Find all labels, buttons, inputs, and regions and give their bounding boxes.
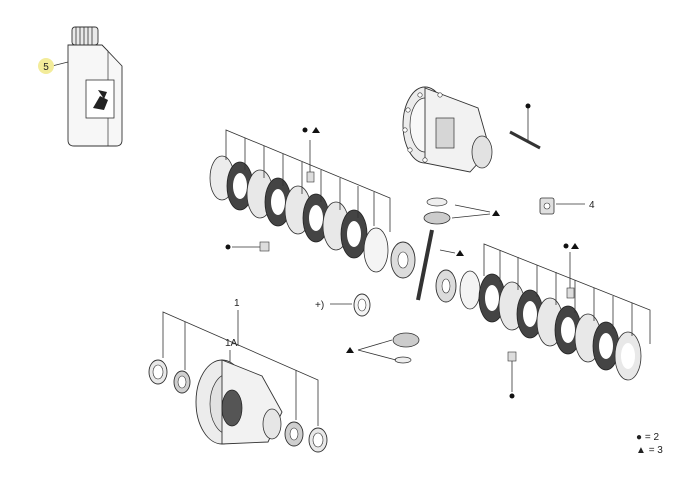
- legend: ● = 2 ▲ = 3: [636, 431, 663, 457]
- bottle-callout-highlight: [38, 58, 54, 74]
- spider-gear-upper[interactable]: [423, 197, 451, 225]
- legend-dot-text: = 2: [644, 432, 660, 443]
- side-gear-left[interactable]: [390, 241, 416, 279]
- left-clip[interactable]: [259, 241, 270, 252]
- bottle-callout: 5: [43, 62, 49, 73]
- legend-row-triangle: ▲ = 3: [636, 444, 663, 457]
- housing-sub-callout: 1A: [225, 338, 238, 349]
- legend-dot-icon: ●: [636, 432, 643, 443]
- legend-row-dot: ● = 2: [636, 431, 663, 444]
- pin-dot-marker: [525, 103, 531, 109]
- oil-bottle[interactable]: [67, 26, 123, 147]
- spider-shaft[interactable]: [416, 229, 434, 301]
- lower-clutch-pack[interactable]: [459, 270, 642, 381]
- upper-pack-triangle-marker: [312, 127, 320, 133]
- pin[interactable]: [509, 130, 541, 150]
- lower-bearing-left[interactable]: [148, 359, 191, 394]
- housing-callout: 1: [234, 298, 240, 309]
- lower-pack-bracket: [483, 243, 651, 344]
- upper-pack-tab: [306, 171, 315, 183]
- legend-triangle-icon: ▲: [636, 445, 646, 456]
- lower-pack-tab: [566, 287, 575, 299]
- clip-part[interactable]: [539, 197, 555, 215]
- lower-housing-bracket: [162, 310, 319, 426]
- lower-clip-dot-marker: [509, 393, 515, 399]
- side-gear-right[interactable]: [435, 269, 457, 303]
- left-clip-dot-marker: [225, 244, 231, 250]
- shim-callout: +): [315, 300, 324, 311]
- upper-pack-bracket: [225, 129, 391, 232]
- upper-housing[interactable]: [402, 86, 493, 173]
- upper-clutch-pack[interactable]: [209, 155, 389, 273]
- shaft-triangle-marker: [456, 250, 464, 256]
- lower-gear-triangle-marker: [346, 347, 354, 353]
- upper-gear-triangle-marker: [492, 210, 500, 216]
- lower-clip[interactable]: [507, 351, 517, 362]
- clip-callout: 4: [589, 200, 595, 211]
- upper-housing-bolts: [402, 92, 443, 163]
- upper-pack-dot-marker: [302, 127, 308, 133]
- lower-housing[interactable]: [195, 359, 283, 445]
- spider-gear-lower[interactable]: [392, 332, 420, 364]
- legend-triangle-text: = 3: [648, 445, 663, 456]
- lower-bearing-right[interactable]: [284, 421, 328, 453]
- bottle-leader: [51, 61, 69, 67]
- lower-pack-triangle-marker: [571, 243, 579, 249]
- lower-pack-dot-marker: [563, 243, 569, 249]
